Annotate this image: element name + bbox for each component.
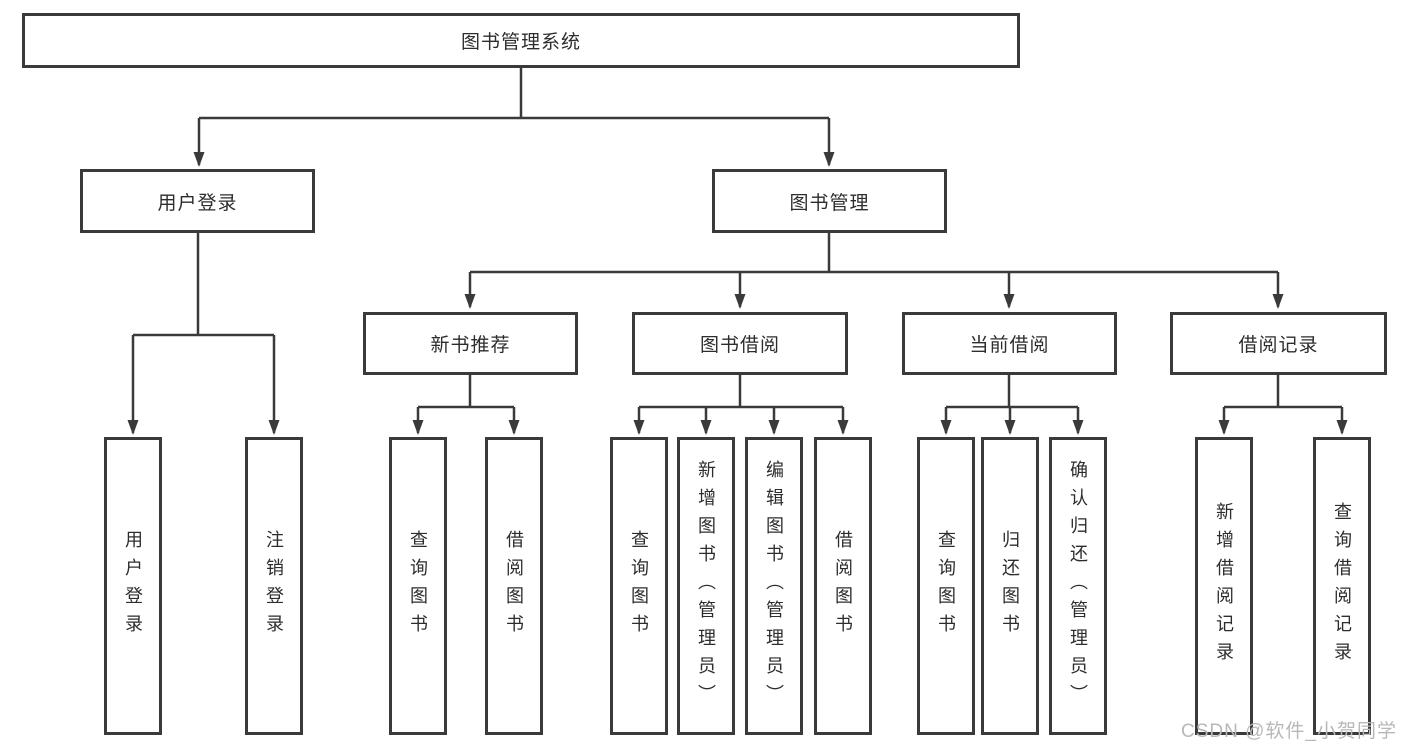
node-confirm-return-admin: 确认归还（管理员） xyxy=(1049,437,1107,735)
node-query-books-recommend: 查询图书 xyxy=(389,437,447,735)
node-user-login: 用户登录 xyxy=(80,169,315,233)
node-book-borrow: 图书借阅 xyxy=(632,312,848,375)
node-new-book-recommend: 新书推荐 xyxy=(363,312,578,375)
node-return-book: 归还图书 xyxy=(981,437,1039,735)
node-add-book-admin: 新增图书（管理员） xyxy=(677,437,735,735)
csdn-watermark: CSDN @软件_小贺同学 xyxy=(1181,721,1397,742)
node-current-borrow: 当前借阅 xyxy=(902,312,1117,375)
node-query-books-borrow: 查询图书 xyxy=(610,437,668,735)
node-user-login-leaf: 用户登录 xyxy=(104,437,162,735)
node-book-management-system: 图书管理系统 xyxy=(22,13,1020,68)
node-borrow-books-recommend: 借阅图书 xyxy=(485,437,543,735)
node-borrow-records: 借阅记录 xyxy=(1170,312,1387,375)
node-query-borrow-record: 查询借阅记录 xyxy=(1313,437,1371,735)
node-add-borrow-record: 新增借阅记录 xyxy=(1195,437,1253,735)
node-logout: 注销登录 xyxy=(245,437,303,735)
node-query-books-current: 查询图书 xyxy=(917,437,975,735)
node-book-management: 图书管理 xyxy=(712,169,947,233)
node-edit-book-admin: 编辑图书（管理员） xyxy=(745,437,803,735)
node-borrow-books-leaf: 借阅图书 xyxy=(814,437,872,735)
